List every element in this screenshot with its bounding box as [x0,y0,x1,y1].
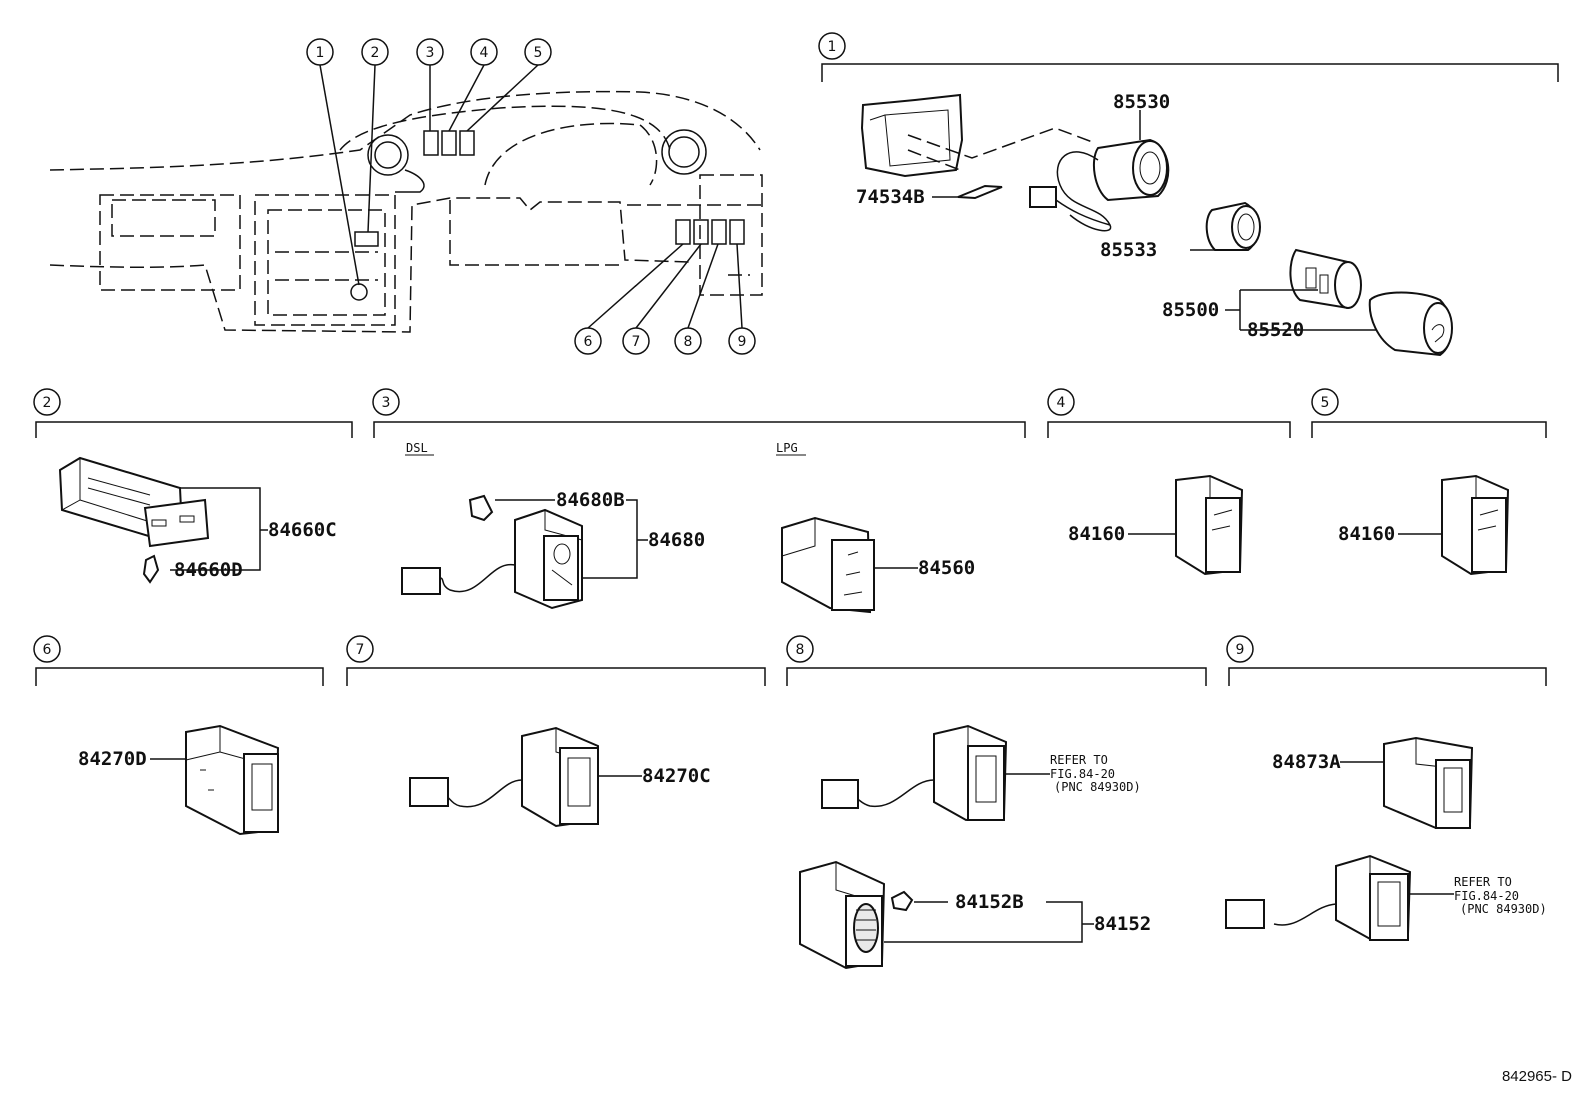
callout-4: 4 [480,45,489,61]
section-2: 2 84660C 84660D [33,388,353,584]
section-6-callout: 6 [43,642,52,658]
section-6: 6 84270D [33,635,324,836]
variant-dsl: DSL [406,441,428,455]
part-85530: 85530 [1113,91,1170,113]
section-8-callout: 8 [796,642,805,658]
variant-lpg: LPG [776,441,798,455]
part-84270D: 84270D [78,748,147,770]
part-84660C: 84660C [268,519,337,541]
lighter-knob-85520 [1368,291,1453,357]
part-84160-b: 84160 [1338,523,1395,545]
refer-note-9-line2: FIG.84-20 [1454,889,1519,903]
lighter-element-85500 [1289,248,1362,310]
section-5: 5 84160 [1311,388,1547,576]
section-8: 8 REFER TO FIG.84-20 (PNC 84930D) 84152B… [786,635,1207,970]
part-85520: 85520 [1247,319,1304,341]
part-84160-a: 84160 [1068,523,1125,545]
switch-84560 [781,516,875,614]
part-85533: 85533 [1100,239,1157,261]
switch-84160-a [1175,474,1244,576]
switch-84873A [1383,736,1474,830]
part-84270C: 84270C [642,765,711,787]
switch-refer-84930D-b [1225,854,1412,942]
refer-note-8-line2: FIG.84-20 [1050,767,1115,781]
overview-callouts: 1 2 3 4 5 6 7 8 9 [306,38,756,355]
part-84152: 84152 [1094,913,1151,935]
callout-8: 8 [684,334,693,350]
section-3-callout: 3 [382,395,391,411]
section-4-callout: 4 [1057,395,1066,411]
lighter-socket-85530 [1029,110,1170,232]
refer-note-9-line1: REFER TO [1454,875,1512,889]
section-3: 3 DSL LPG 84680B 84680 84560 [372,388,1026,614]
callout-9: 9 [738,334,747,350]
section-4: 4 84160 [1047,388,1291,576]
switch-84680 [401,494,583,610]
section-1-cigarette-lighter: 1 74534B 85530 85 [818,32,1559,357]
section-9-callout: 9 [1236,642,1245,658]
callout-2: 2 [371,45,380,61]
switch-84160-b [1441,474,1510,576]
part-85500: 85500 [1162,299,1219,321]
refer-note-8-line3: (PNC 84930D) [1054,780,1141,794]
part-84680B: 84680B [556,489,625,511]
switch-refer-84930D-a [821,724,1008,822]
refer-note-9-line3: (PNC 84930D) [1460,902,1547,916]
part-74534B: 74534B [856,186,925,208]
callout-1: 1 [316,45,325,61]
part-84680: 84680 [648,529,705,551]
section-7-callout: 7 [356,642,365,658]
callout-7: 7 [632,334,641,350]
part-84660D: 84660D [174,559,243,581]
switch-84660C [58,456,210,548]
part-84560: 84560 [918,557,975,579]
section-5-callout: 5 [1321,395,1330,411]
section-1-callout: 1 [828,39,837,55]
part-84152B: 84152B [955,891,1024,913]
dimmer-switch-84152 [799,860,914,970]
refer-note-8-line1: REFER TO [1050,753,1108,767]
lighter-ring-85533 [1205,201,1261,251]
section-9: 9 84873A REFER TO FIG.84-20 (PNC 84930D) [1225,635,1547,942]
label-plate-74534B [957,184,1003,200]
part-84873A: 84873A [1272,751,1341,773]
switch-84270D [185,724,280,836]
dashboard-overview [49,64,763,333]
callout-3: 3 [426,45,435,61]
drawing-code: 842965- D [1501,1068,1572,1085]
lighter-bezel-housing [860,93,964,178]
section-7: 7 84270C [346,635,766,828]
bulb-84660D [142,554,160,584]
switch-84270C [409,726,599,828]
section-2-callout: 2 [43,395,52,411]
callout-5: 5 [534,45,543,61]
callout-6: 6 [584,334,593,350]
